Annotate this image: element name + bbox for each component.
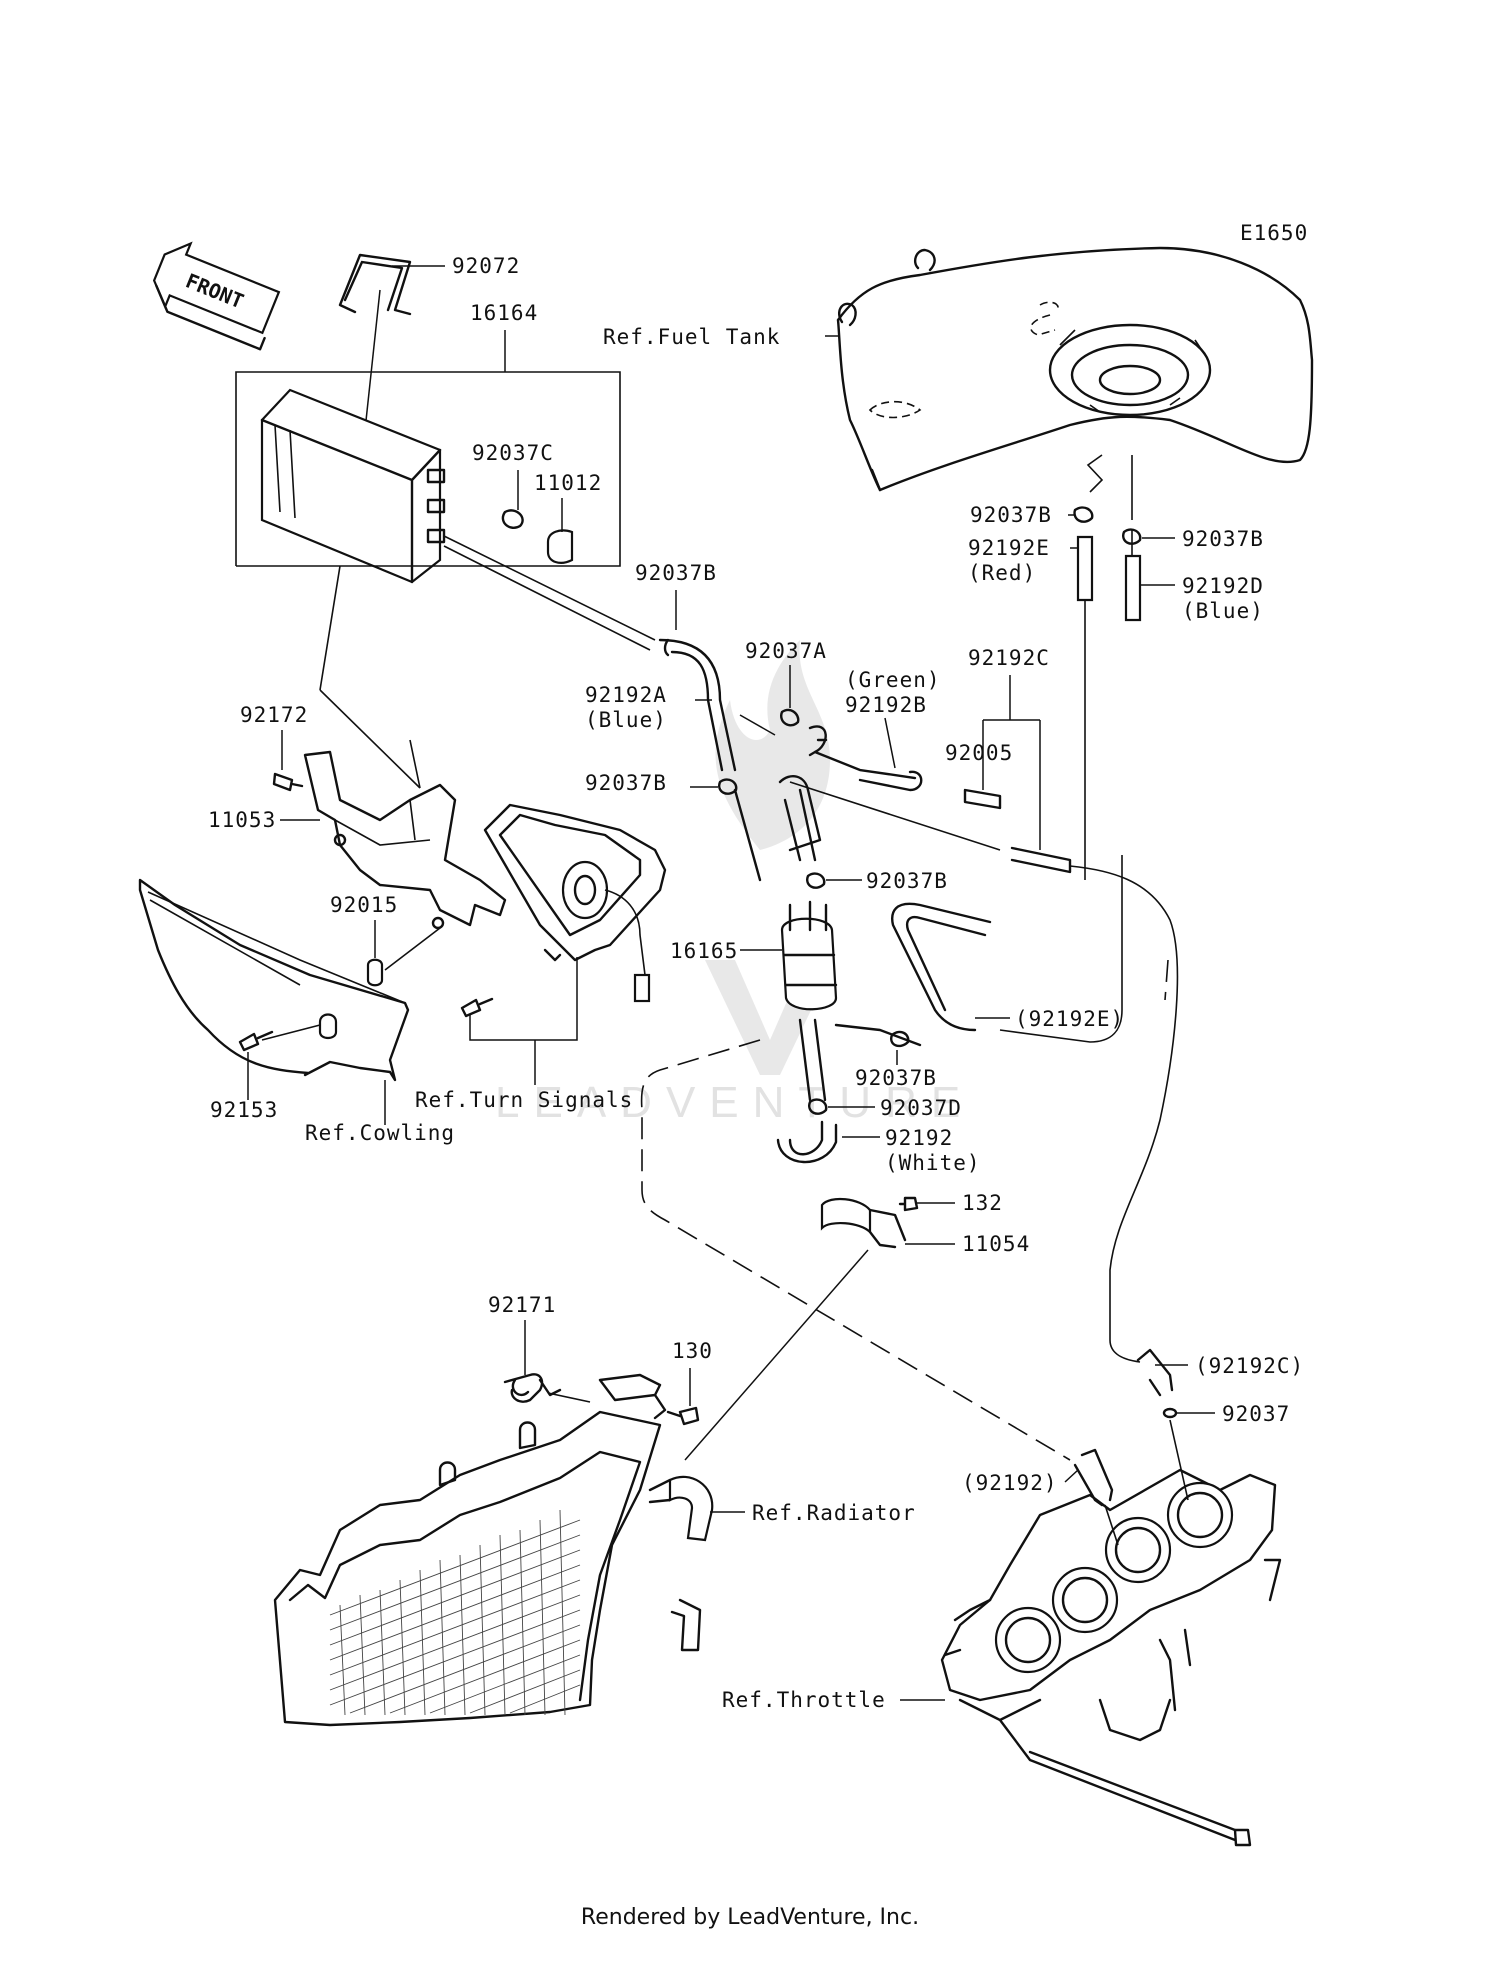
canister-bracket-92072 bbox=[338, 253, 412, 316]
label-92192A-color: (Blue) bbox=[585, 708, 667, 732]
screw-92172 bbox=[272, 772, 304, 792]
label-92037: 92037 bbox=[1222, 1402, 1290, 1426]
label-ref-fuel-tank: Ref.Fuel Tank bbox=[603, 325, 780, 349]
label-92037B-canister-hose: 92037B bbox=[635, 561, 717, 585]
label-92192E: 92192E bbox=[968, 536, 1050, 560]
clamp-92037A bbox=[780, 708, 800, 727]
hose-92192E-loop bbox=[891, 902, 992, 1032]
hose-92192-white bbox=[776, 1120, 838, 1164]
label-92192E-color: (Red) bbox=[968, 561, 1036, 585]
front-arrow-icon: FRONT bbox=[152, 241, 281, 351]
clamp-92037-throttle bbox=[1162, 1407, 1178, 1419]
label-ref-radiator: Ref.Radiator bbox=[752, 1501, 916, 1525]
label-92192: 92192 bbox=[885, 1126, 953, 1150]
canister-group: 92072 16164 92037C 11012 bbox=[235, 253, 656, 651]
label-11054: 11054 bbox=[962, 1232, 1030, 1256]
bolt-132 bbox=[898, 1196, 919, 1212]
label-92192D: 92192D bbox=[1182, 574, 1264, 598]
label-92037A: 92037A bbox=[745, 639, 827, 663]
label-92192E-ref: (92192E) bbox=[1015, 1007, 1124, 1031]
clamp-92037B-filter bbox=[806, 872, 826, 889]
diagram-code: E1650 bbox=[1240, 221, 1308, 245]
label-92192C-ref: (92192C) bbox=[1195, 1354, 1304, 1378]
label-132: 132 bbox=[962, 1191, 1003, 1215]
label-ref-cowling: Ref.Cowling bbox=[305, 1121, 455, 1145]
label-92192-ref: (92192) bbox=[962, 1471, 1058, 1495]
clamp-92037C bbox=[501, 509, 524, 529]
radiator-core bbox=[329, 1509, 581, 1716]
label-92015: 92015 bbox=[330, 893, 398, 917]
label-11012: 11012 bbox=[534, 471, 602, 495]
label-92037B-filter: 92037B bbox=[866, 869, 948, 893]
label-92192-color: (White) bbox=[885, 1151, 981, 1175]
label-ref-turn-signals: Ref.Turn Signals bbox=[415, 1088, 633, 1112]
watermark-text: LEADVENTURE bbox=[495, 1078, 974, 1127]
fuel-tank bbox=[836, 246, 1314, 492]
hose-to-filter bbox=[733, 774, 822, 882]
label-92192B-color: (Green) bbox=[845, 668, 941, 692]
label-92072: 92072 bbox=[452, 254, 520, 278]
label-92171: 92171 bbox=[488, 1293, 556, 1317]
clip-92171 bbox=[503, 1373, 562, 1403]
clamp-92037B-lower bbox=[890, 1030, 910, 1048]
label-92005: 92005 bbox=[945, 741, 1013, 765]
hose-92192E bbox=[1076, 535, 1094, 602]
part-11012 bbox=[546, 529, 574, 564]
bracket-11053 bbox=[303, 750, 507, 927]
clamp-92037B-tank-left bbox=[1073, 506, 1094, 523]
label-92037B-tank-right: 92037B bbox=[1182, 527, 1264, 551]
radiator bbox=[273, 1373, 714, 1727]
label-92192D-color: (Blue) bbox=[1182, 599, 1264, 623]
hose-92192C-end bbox=[1136, 1348, 1174, 1397]
canister-16164 bbox=[260, 388, 442, 584]
cowling-panel bbox=[138, 878, 410, 1082]
label-92037B-center: 92037B bbox=[585, 771, 667, 795]
filter-16165 bbox=[780, 917, 838, 1011]
label-92037B-tank-left: 92037B bbox=[970, 503, 1052, 527]
label-130: 130 bbox=[672, 1339, 713, 1363]
hose-92192-end bbox=[1073, 1448, 1114, 1507]
collar-92015 bbox=[366, 958, 384, 987]
hose-92192B bbox=[808, 725, 917, 780]
label-92153: 92153 bbox=[210, 1098, 278, 1122]
hose-92192D bbox=[1124, 554, 1142, 622]
label-92192A: 92192A bbox=[585, 683, 667, 707]
label-92172: 92172 bbox=[240, 703, 308, 727]
label-92037C: 92037C bbox=[472, 441, 554, 465]
throttle-body bbox=[940, 1468, 1282, 1847]
screw-92153 bbox=[238, 1030, 274, 1052]
label-92192C: 92192C bbox=[968, 646, 1050, 670]
joint-92005 bbox=[963, 788, 1002, 810]
clamp-92037B-tank-right bbox=[1122, 528, 1142, 545]
label-16165: 16165 bbox=[670, 939, 738, 963]
label-92037B-lower: 92037B bbox=[855, 1066, 937, 1090]
bolt-130 bbox=[666, 1406, 700, 1426]
label-92037D: 92037D bbox=[880, 1096, 962, 1120]
label-11053: 11053 bbox=[208, 808, 276, 832]
turn-signal-assembly bbox=[483, 803, 667, 1003]
label-92192B: 92192B bbox=[845, 693, 927, 717]
clamp-11054 bbox=[820, 1197, 872, 1235]
footer-credit: Rendered by LeadVenture, Inc. bbox=[580, 1905, 920, 1930]
screw-turn-signals bbox=[460, 997, 494, 1018]
clamp-92037D bbox=[808, 1098, 828, 1115]
label-ref-throttle: Ref.Throttle bbox=[722, 1688, 886, 1712]
label-16164: 16164 bbox=[470, 301, 538, 325]
